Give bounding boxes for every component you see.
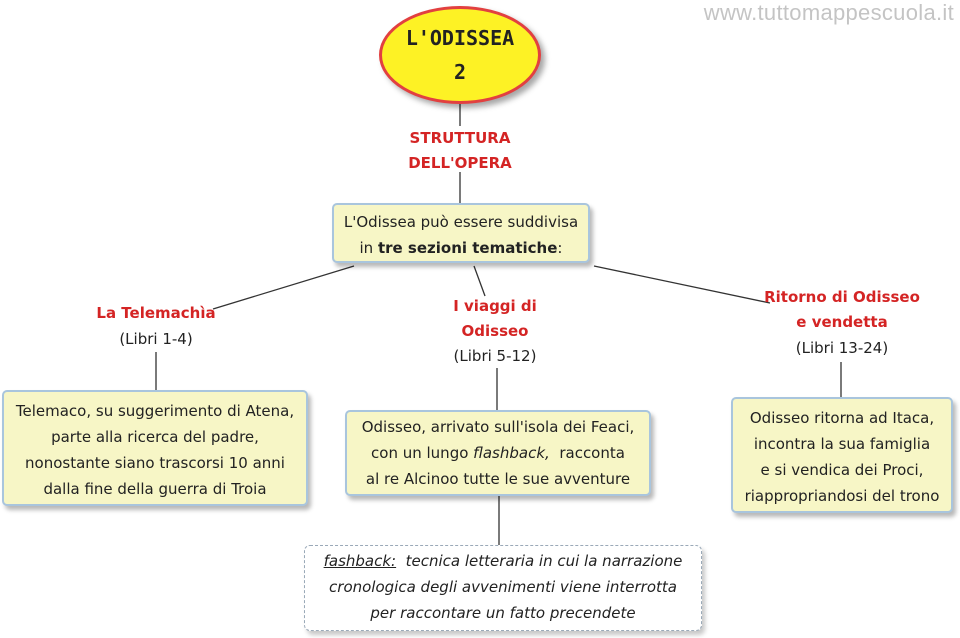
flashback-note: fashback: tecnica letteraria in cui la n… bbox=[304, 545, 702, 631]
desc-line: e si vendica dei Proci, bbox=[760, 461, 924, 479]
structure-label-line1: STRUTTURA bbox=[409, 129, 511, 147]
structure-label: STRUTTURA DELL'OPERA bbox=[380, 126, 540, 176]
desc-part: con un lungo bbox=[371, 444, 474, 462]
section-viaggi-box: Odisseo, arrivato sull'isola dei Feaci, … bbox=[345, 410, 651, 496]
section-telemachia-box: Telemaco, su suggerimento di Atena, part… bbox=[2, 390, 308, 506]
section-title-line2: e vendetta bbox=[796, 313, 888, 331]
section-viaggi-title: I viaggi di Odisseo bbox=[415, 294, 575, 344]
desc-line: al re Alcinoo tutte le sue avventure bbox=[365, 470, 631, 488]
structure-label-line2: DELL'OPERA bbox=[408, 154, 512, 172]
section-title-line1: I viaggi di bbox=[453, 297, 537, 315]
intro-bold: tre sezioni tematiche bbox=[377, 239, 558, 257]
desc-line: con un lungo flashback, racconta bbox=[347, 440, 649, 466]
desc-part: racconta bbox=[549, 444, 625, 462]
intro-line1: L'Odissea può essere suddivisa bbox=[343, 213, 579, 231]
desc-line: Odisseo, arrivato sull'isola dei Feaci, bbox=[361, 418, 635, 436]
title-text: L'ODISSEA bbox=[405, 26, 515, 50]
section-title-line1: Ritorno di Odisseo bbox=[764, 288, 920, 306]
note-line1: fashback: tecnica letteraria in cui la n… bbox=[305, 548, 701, 574]
desc-line: incontra la sua famiglia bbox=[753, 435, 931, 453]
section-ritorno-box: Odisseo ritorna ad Itaca, incontra la su… bbox=[731, 397, 953, 513]
desc-line: parte alla ricerca del padre, bbox=[51, 428, 259, 446]
section-ritorno-title: Ritorno di Odisseo e vendetta bbox=[752, 285, 932, 335]
note-line1-rest: tecnica letteraria in cui la narrazione bbox=[396, 552, 683, 570]
note-line3: per raccontare un fatto precendete bbox=[370, 604, 636, 622]
line-intro-to-middle bbox=[473, 265, 486, 297]
section-telemachia-books: (Libri 1-4) bbox=[119, 330, 193, 348]
line-intro-to-right bbox=[593, 265, 771, 304]
title-number: 2 bbox=[453, 60, 467, 84]
note-term: fashback: bbox=[323, 552, 397, 570]
desc-line: riappropriandosi del trono bbox=[744, 487, 940, 505]
intro-box: L'Odissea può essere suddivisa in tre se… bbox=[332, 203, 590, 263]
section-viaggi-books: (Libri 5-12) bbox=[453, 347, 537, 365]
section-ritorno-books: (Libri 13-24) bbox=[795, 339, 889, 357]
intro-line2: in tre sezioni tematiche: bbox=[334, 235, 588, 261]
intro-in: in bbox=[359, 239, 378, 257]
section-telemachia-title: La Telemachìa bbox=[76, 301, 236, 326]
site-watermark: www.tuttomappescuola.it bbox=[703, 0, 954, 25]
desc-line: nonostante siano trascorsi 10 anni bbox=[25, 454, 285, 472]
desc-line: Odisseo ritorna ad Itaca, bbox=[749, 409, 935, 427]
desc-line: Telemaco, su suggerimento di Atena, bbox=[15, 402, 295, 420]
line-intro-to-left bbox=[212, 265, 355, 310]
intro-colon: : bbox=[557, 239, 563, 257]
section-title-line2: Odisseo bbox=[461, 322, 529, 340]
section-title-line1: La Telemachìa bbox=[96, 304, 216, 322]
title-node: L'ODISSEA 2 bbox=[379, 6, 541, 104]
note-line2: cronologica degli avvenimenti viene inte… bbox=[329, 578, 677, 596]
desc-line: dalla fine della guerra di Troia bbox=[43, 480, 267, 498]
flashback-term: flashback, bbox=[473, 444, 550, 462]
